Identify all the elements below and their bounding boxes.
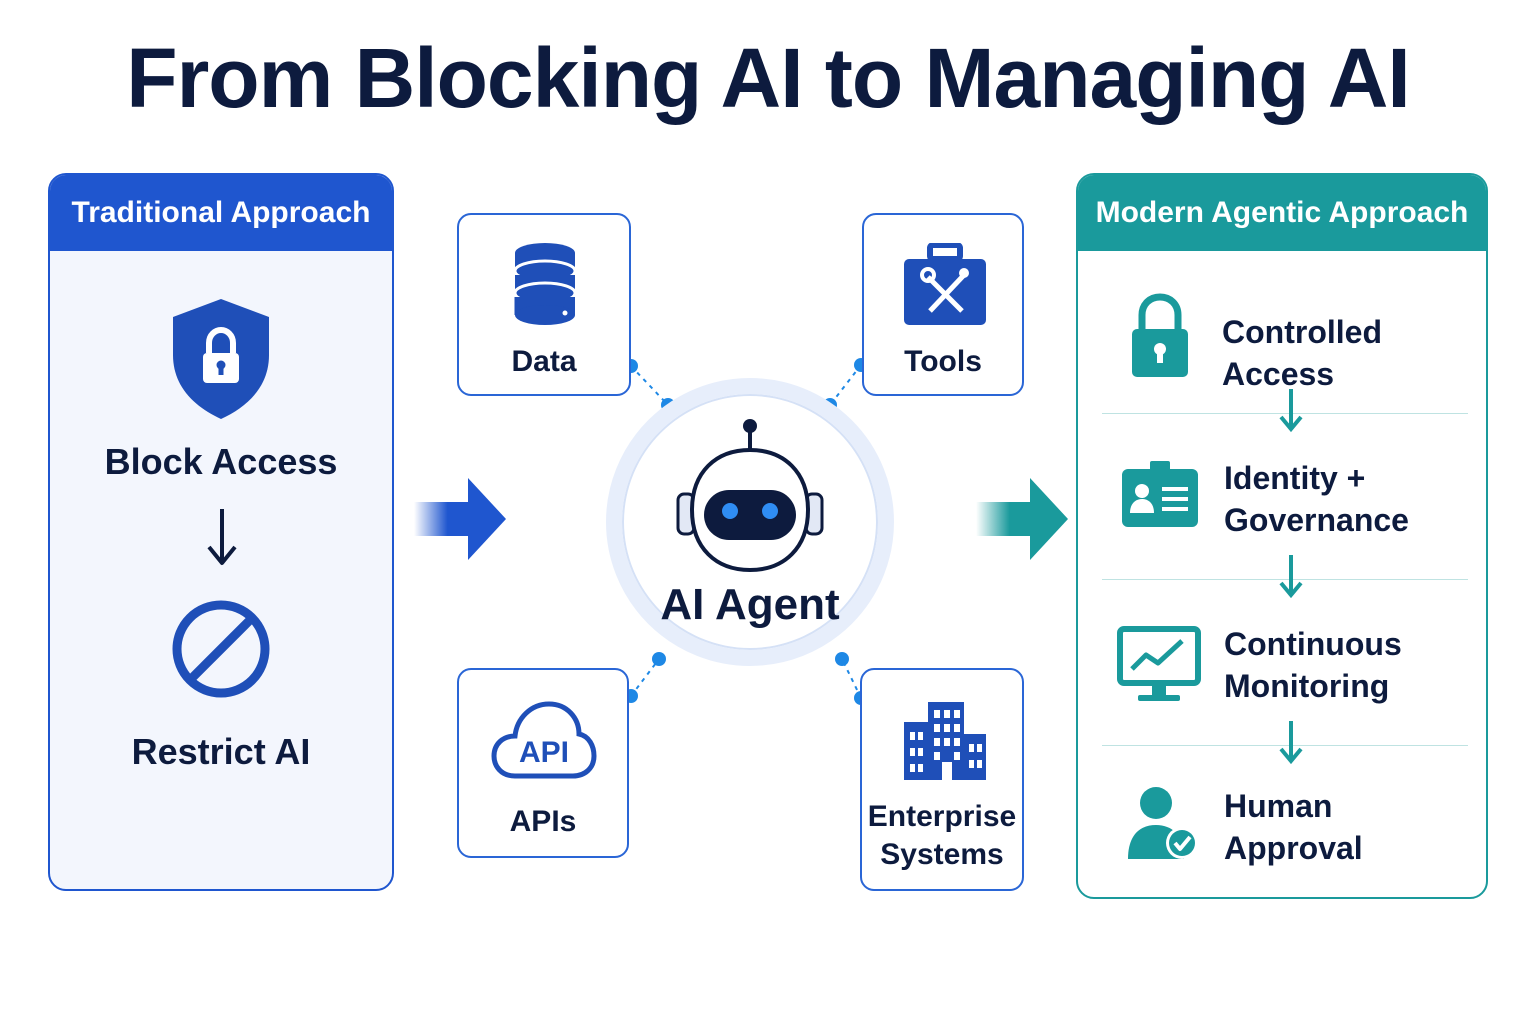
enterprise-label-line2: Systems (880, 838, 1004, 871)
ai-agent-label: AI Agent (660, 580, 840, 629)
lock-icon (1132, 293, 1188, 377)
approval-label-line1: Human (1224, 788, 1333, 824)
modern-agentic-approach-header: Modern Agentic Approach (1078, 175, 1486, 251)
id-card-icon (1122, 461, 1198, 527)
identity-label-line1: Identity + (1224, 460, 1366, 496)
enterprise-label-line1: Enterprise (867, 800, 1017, 833)
page-title: From Blocking AI to Managing AI (126, 31, 1410, 125)
monitoring-label-line1: Continuous (1224, 626, 1402, 662)
database-icon (513, 243, 577, 325)
data-resource-box: Data (457, 213, 631, 396)
restrict-ai-label: Restrict AI (131, 731, 311, 772)
approval-label-line2: Approval (1224, 830, 1363, 866)
identity-label-line2: Governance (1224, 502, 1409, 538)
enterprise-systems-resource-box: Enterprise Systems (860, 668, 1024, 891)
user-check-icon (1128, 787, 1198, 859)
monitoring-label-line2: Monitoring (1224, 668, 1390, 704)
building-icon (904, 702, 986, 780)
arrow-down-icon (207, 509, 237, 565)
traditional-approach-header: Traditional Approach (50, 175, 392, 251)
block-access-label: Block Access (104, 441, 338, 482)
api-cloud-icon: API (491, 701, 597, 779)
toolbox-icon (904, 243, 986, 325)
arrow-down-icon (1279, 721, 1303, 765)
apis-resource-box: API APIs (457, 668, 629, 858)
shield-lock-icon (173, 299, 269, 419)
api-badge-text: API (519, 736, 569, 769)
traditional-approach-panel: Traditional Approach Block Access Restri… (48, 173, 394, 891)
tools-resource-box: Tools (862, 213, 1024, 396)
transition-arrow-icon (976, 478, 1068, 560)
arrow-down-icon (1279, 389, 1303, 433)
transition-arrow-icon (414, 478, 506, 560)
divider (1102, 579, 1468, 580)
tools-label: Tools (904, 345, 982, 378)
robot-icon (676, 419, 824, 573)
controlled-access-label: Controlled Access (1222, 314, 1382, 392)
modern-agentic-approach-panel: Modern Agentic Approach Controlled Acces… (1076, 173, 1488, 899)
data-label: Data (511, 345, 577, 378)
apis-label: APIs (509, 805, 577, 838)
divider (1102, 413, 1468, 414)
arrow-down-icon (1279, 555, 1303, 599)
prohibited-icon (172, 600, 270, 698)
monitor-chart-icon (1117, 626, 1201, 701)
divider (1102, 745, 1468, 746)
